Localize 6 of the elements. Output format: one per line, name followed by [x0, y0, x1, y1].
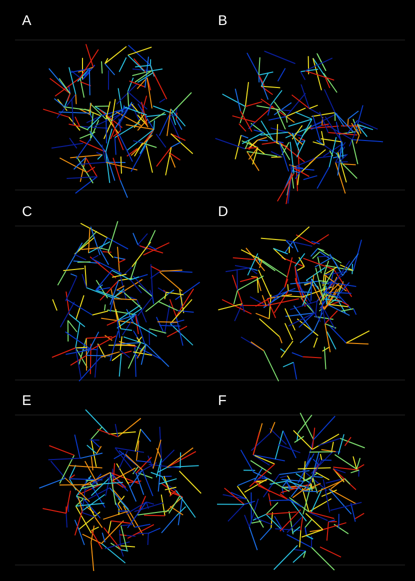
- panel-label: E: [22, 392, 32, 408]
- panel-label: B: [218, 12, 228, 28]
- panel-label: D: [218, 203, 228, 219]
- panel-label: F: [218, 392, 227, 408]
- panel-label: A: [22, 12, 32, 28]
- panel-label: C: [22, 203, 32, 219]
